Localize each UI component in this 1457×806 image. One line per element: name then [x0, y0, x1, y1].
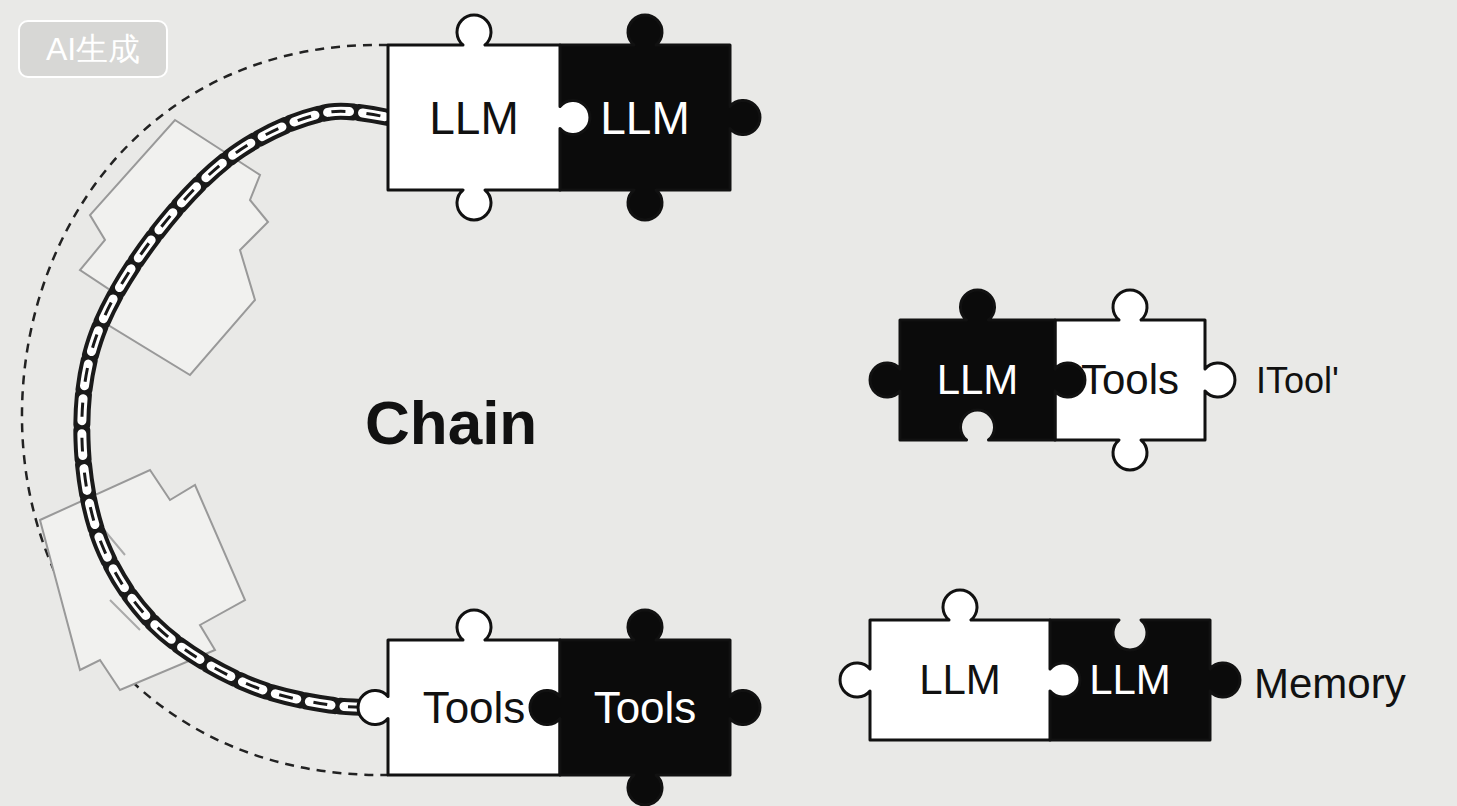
puzzle-shape [1050, 620, 1240, 740]
side-label: ITool' [1256, 363, 1339, 399]
piece-text-wrap: LLM [388, 45, 560, 190]
piece-text-wrap: LLM [900, 320, 1055, 440]
puzzle-shape [560, 15, 760, 220]
puzzle-shape [388, 15, 590, 220]
puzzle-shape [358, 610, 560, 775]
watermark: AI生成 [18, 20, 168, 78]
chain-link-detail [82, 111, 388, 707]
chain-heading: Chain [365, 392, 537, 454]
puzzle-shape [840, 590, 1080, 740]
chain-connector [82, 111, 388, 707]
puzzle-piece: LLM [900, 320, 1055, 440]
piece-text-wrap: Tools [560, 640, 730, 775]
piece-label: LLM [919, 659, 1001, 701]
piece-label: LLM [937, 359, 1019, 401]
piece-label: Tools [423, 686, 526, 730]
puzzle-shape [530, 610, 760, 805]
piece-label: LLM [429, 95, 518, 141]
puzzle-piece: LLM [870, 620, 1050, 740]
piece-label: Tools [594, 686, 697, 730]
piece-text-wrap: LLM [870, 620, 1050, 740]
dashed-arc [22, 45, 388, 775]
puzzle-shape [1055, 290, 1235, 470]
puzzle-shape [870, 290, 1085, 440]
side-label: Memory [1254, 663, 1406, 705]
puzzle-piece: LLM [388, 45, 560, 190]
ghost-puzzle-piece [40, 470, 245, 690]
piece-label: Tools [1081, 359, 1179, 401]
piece-label: LLM [600, 95, 689, 141]
chain-link-detail [82, 111, 388, 707]
puzzle-piece: Tools [560, 640, 730, 775]
piece-label: LLM [1089, 659, 1171, 701]
